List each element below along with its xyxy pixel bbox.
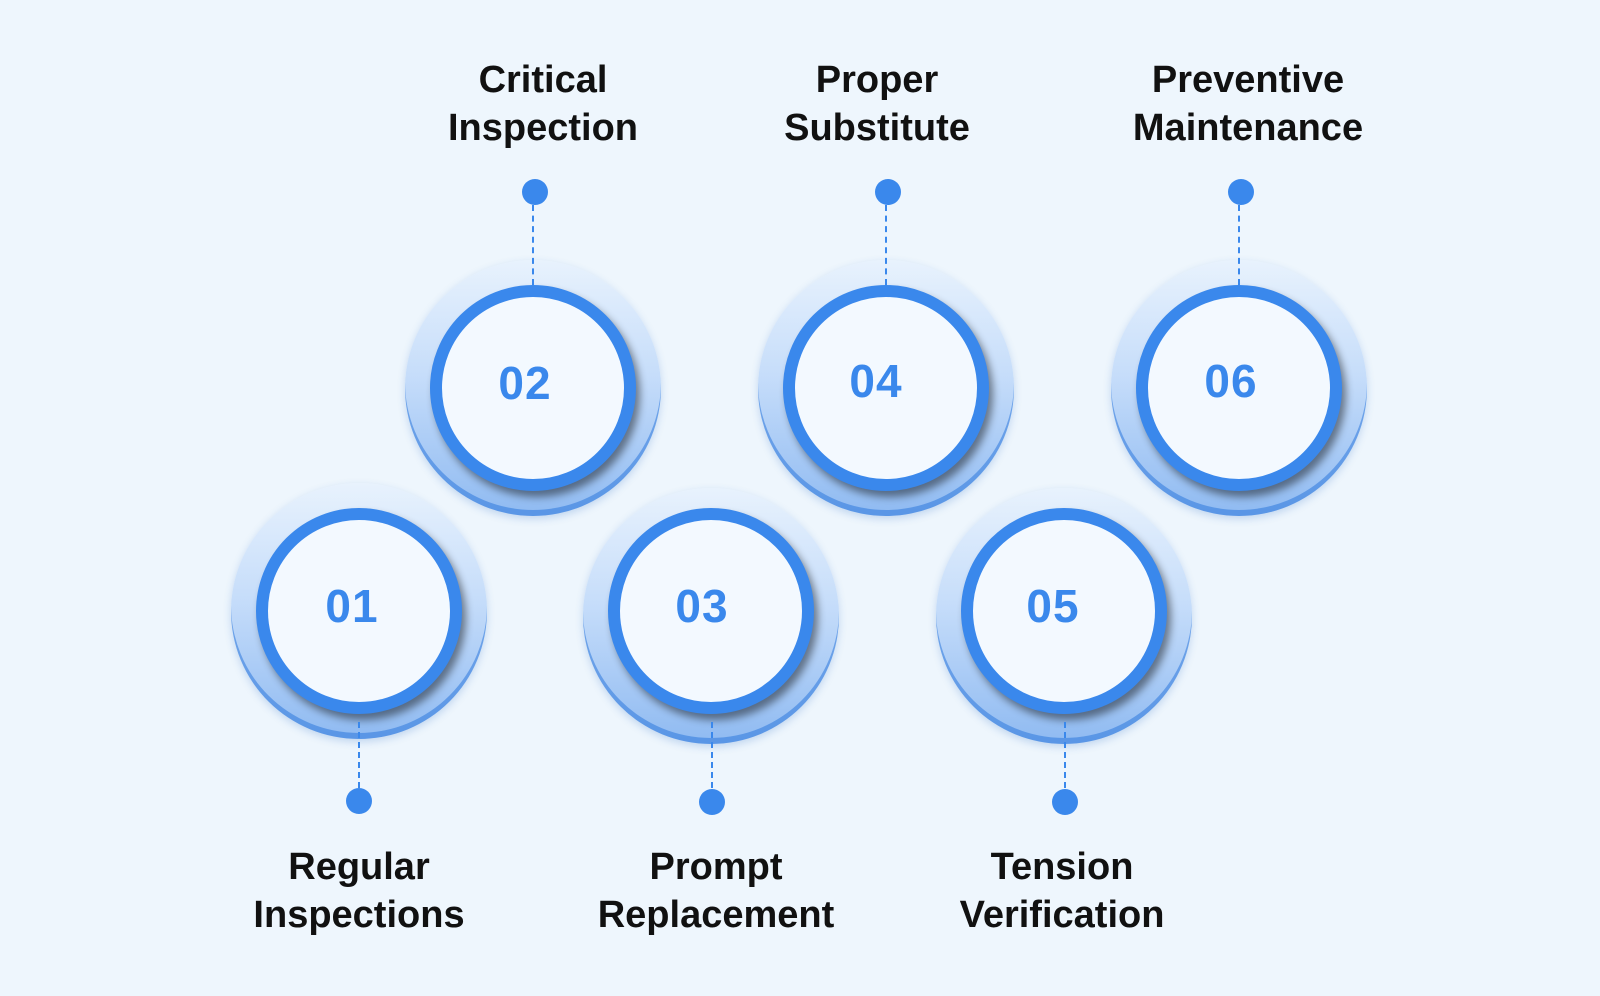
step-05-number: 05 [1026, 580, 1080, 632]
step-04-connector [885, 205, 887, 285]
step-02-dot [522, 179, 548, 205]
step-05-label-line1: Tension [990, 846, 1134, 888]
step-03-label-line1: Prompt [649, 846, 783, 888]
step-06-connector [1238, 205, 1240, 285]
step-01-label-line2: Inspections [253, 894, 465, 936]
step-06-label: Preventive Maintenance [1098, 56, 1398, 152]
step-03-dot [699, 789, 725, 815]
step-06-number: 06 [1204, 355, 1258, 407]
step-06-label-line1: Preventive [1151, 59, 1345, 101]
step-03-label: Prompt Replacement [566, 843, 866, 939]
step-04-label-line1: Proper [815, 59, 939, 101]
step-02-circle [430, 285, 636, 491]
step-02-label-line1: Critical [478, 59, 608, 101]
step-03-label-line2: Replacement [597, 894, 835, 936]
step-04-label-line2: Substitute [784, 107, 970, 149]
step-04-dot [875, 179, 901, 205]
step-02-connector [532, 205, 534, 285]
step-03-connector [711, 722, 713, 788]
step-01-dot [346, 788, 372, 814]
step-01-label: Regular Inspections [209, 843, 509, 939]
step-01-label-line1: Regular [288, 846, 430, 888]
step-01-number: 01 [325, 580, 379, 632]
step-05-label-line2: Verification [959, 894, 1165, 936]
step-06-dot [1228, 179, 1254, 205]
step-02-number: 02 [498, 357, 552, 409]
step-05-label: Tension Verification [912, 843, 1212, 939]
step-05-connector [1064, 722, 1066, 788]
step-04-label: Proper Substitute [727, 56, 1027, 152]
step-02-label-line2: Inspection [447, 107, 639, 149]
step-05-dot [1052, 789, 1078, 815]
step-01-connector [358, 722, 360, 788]
step-04-number: 04 [849, 355, 903, 407]
step-02-label: Critical Inspection [393, 56, 693, 152]
step-03-number: 03 [675, 580, 729, 632]
step-06-label-line2: Maintenance [1132, 107, 1364, 149]
